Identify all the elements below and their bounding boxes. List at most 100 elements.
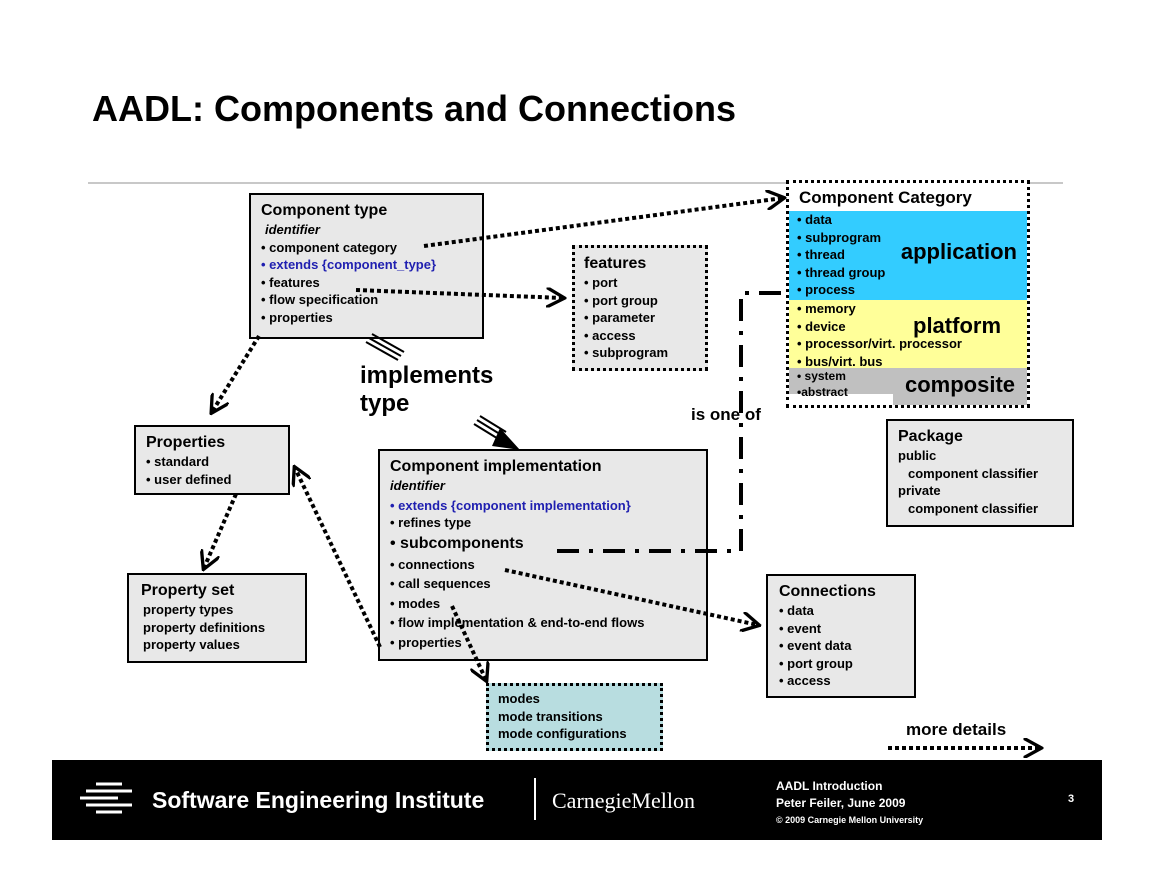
platform-label: platform (913, 313, 1001, 338)
sei-logo-icon (80, 782, 132, 814)
implementation-item: • extends {component implementation} (390, 497, 631, 513)
features-item: • port (584, 275, 618, 290)
footer-line: Peter Feiler, June 2009 (776, 796, 906, 810)
implementation-item: • call sequences (390, 576, 491, 591)
property-set-item: property definitions (143, 619, 266, 635)
implements-text: implements (360, 362, 494, 389)
footer-bar: Software Engineering Institute CarnegieM… (52, 760, 1102, 840)
connections-connector (504, 568, 758, 625)
category-item: • thread (797, 247, 845, 262)
property-set-item: property types (143, 602, 234, 617)
package-item: public (898, 448, 937, 463)
is-one-of-connector (557, 291, 785, 553)
implementation-item: • modes (390, 595, 441, 611)
category-item: • data (797, 212, 832, 227)
modes-item: mode transitions (498, 708, 603, 724)
features-item: • parameter (584, 310, 656, 325)
component-category-box: Component Category • data • subprogram •… (786, 180, 1030, 408)
modes-item: modes (498, 691, 540, 706)
component-type-item: • properties (261, 309, 333, 325)
property-set-connector (204, 493, 238, 568)
package-heading: Package (898, 428, 963, 445)
features-connector (355, 290, 563, 298)
implements-stripe (473, 423, 501, 441)
is-one-of-label: is one of (691, 405, 761, 424)
category-item: • bus/virt. bus (797, 353, 883, 369)
implementation-item: • properties (390, 634, 462, 650)
properties-item: • user defined (146, 471, 232, 487)
component-implementation-box: Component implementation identifier • ex… (378, 449, 708, 661)
component-type-item: • extends {component_type} (261, 257, 437, 272)
connections-heading: Connections (779, 583, 876, 600)
category-item: • memory (797, 301, 856, 316)
connections-item: • port group (779, 655, 853, 671)
package-box: Package public component classifier priv… (886, 419, 1074, 527)
implements-type-label: implements type (360, 362, 493, 418)
composite-label: composite (905, 372, 1016, 397)
properties-item: • standard (146, 454, 210, 469)
category-heading: Component Category (799, 188, 972, 207)
property-set-heading: Property set (141, 582, 235, 599)
more-details-label: more details (906, 720, 1007, 739)
package-item: component classifier (908, 465, 1039, 481)
category-item: • device (797, 318, 846, 334)
component-type-box: Component type identifier • component ca… (249, 193, 484, 339)
features-heading: features (584, 255, 647, 272)
properties-box: Properties • standard • user defined (134, 425, 290, 495)
footer-line: AADL Introduction (776, 779, 883, 793)
category-connector (423, 198, 783, 248)
implementation-heading: Component implementation (390, 458, 602, 475)
type-text: type (360, 390, 410, 417)
application-label: application (900, 239, 1017, 264)
connections-item: • access (779, 673, 831, 688)
footer-divider (534, 778, 536, 820)
property-set-box: Property set property types property def… (127, 573, 307, 663)
implements-stripe (368, 337, 402, 357)
component-type-heading: Component type (261, 202, 388, 219)
modes-box: modes mode transitions mode configuratio… (486, 683, 663, 751)
implements-arrowhead (492, 428, 520, 450)
package-item: private (898, 483, 941, 498)
composite-shade (789, 368, 893, 394)
composite-shade (893, 368, 1027, 405)
implementation-identifier: identifier (390, 478, 445, 493)
implementation-item: • subcomponents (390, 534, 524, 552)
implementation-item: • flow implementation & end-to-end flows (390, 615, 645, 630)
category-item: • thread group (797, 264, 886, 280)
title-divider (88, 182, 1063, 184)
features-item: • subprogram (584, 345, 669, 360)
component-type-item: • component category (261, 239, 398, 255)
category-item: • process (797, 282, 856, 297)
component-type-item: • features (261, 274, 320, 290)
implementation-item: • refines type (390, 515, 472, 530)
implementation-item: • connections (390, 556, 475, 572)
connections-box: Connections • data • event • event data … (766, 574, 916, 698)
features-box: features • port • port group • parameter… (572, 245, 708, 371)
implements-stripe (365, 341, 399, 361)
category-item: • subprogram (797, 229, 882, 245)
modes-item: mode configurations (498, 726, 627, 741)
package-item: component classifier (908, 500, 1039, 516)
category-item: •abstract (797, 385, 848, 399)
properties-heading: Properties (146, 434, 226, 451)
connections-item: • event data (779, 638, 852, 653)
slide-title: AADL: Components and Connections (92, 88, 736, 129)
features-item: • access (584, 327, 636, 343)
cmu-name: CarnegieMellon (552, 788, 695, 813)
connections-item: • event (779, 620, 822, 636)
property-set-item: property values (143, 637, 240, 652)
properties-connector (212, 334, 261, 412)
connections-item: • data (779, 603, 814, 618)
impl-properties-connector (295, 468, 382, 648)
platform-section: • memory • device • processor/virt. proc… (789, 300, 1027, 369)
implements-stripe (371, 333, 405, 353)
application-section: • data • subprogram • thread • thread gr… (789, 211, 1027, 300)
implements-stripe (479, 415, 507, 433)
footer-info: AADL Introduction Peter Feiler, June 200… (776, 778, 923, 829)
composite-section: • system •abstract composite (789, 368, 1027, 405)
sei-name: Software Engineering Institute (152, 787, 485, 813)
category-item: • system (797, 369, 846, 383)
category-item: • processor/virt. processor (797, 336, 962, 351)
features-item: • port group (584, 292, 658, 308)
